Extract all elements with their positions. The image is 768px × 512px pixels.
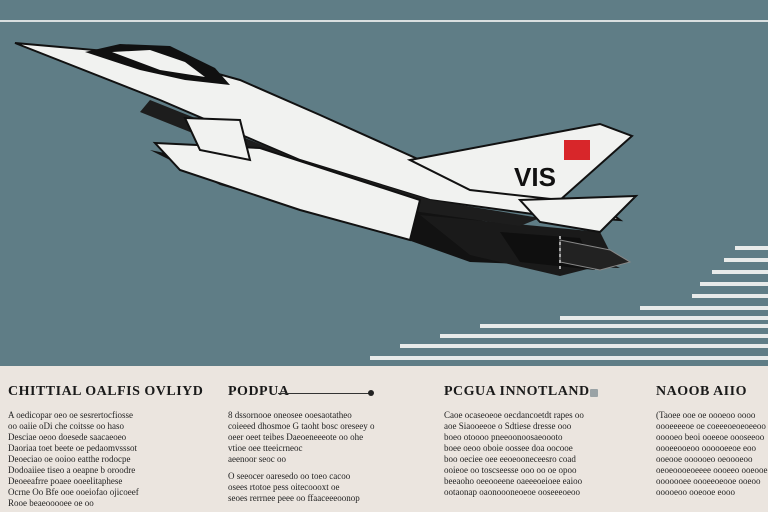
body-line: ooooooee oooeeoeooe ooeoo: [656, 476, 761, 486]
body-line: oeer oeet teibes Daeoeneeeote oo ohe: [228, 432, 364, 442]
body-line: ooeooe oooooeo oeoooeoo: [656, 454, 753, 464]
body-line: oeoeoooeoeeee oooeeo ooeooe: [656, 465, 768, 475]
body-line: aeenoor seoc oo: [228, 454, 286, 464]
info-column-2: PODPUA 8 dssornooe oneosee ooesaotatheo …: [228, 384, 388, 504]
body-line: (Taoee ooe oe oooeoo oooo: [656, 410, 756, 420]
body-line: oo oaiie oDi che coitsse oo haso: [8, 421, 124, 431]
column-body: A oedicopar oeo oe sesrertocfiosse oo oa…: [8, 410, 188, 509]
body-line: Desciae oeoo doesede saacaeoeo: [8, 432, 127, 442]
body-line: beeaoho oeeooeene oaeeeoeioee eaioo: [444, 476, 583, 486]
body-line: oooeeooeoo oooooeeoe eoo: [656, 443, 756, 453]
body-line: Caoe ocaseoeoe oecdancoetdt rapes oo: [444, 410, 584, 420]
body-line: O seeocer oaresedo oo toeo cacoo: [228, 471, 351, 481]
body-line: ooooeo beoi ooeeoe oooseeoo: [656, 432, 765, 442]
speed-lines: [370, 246, 768, 360]
body-line: aoe Siaooeeoe o Sdtiese dresse ooo: [444, 421, 572, 431]
jet-wing: [152, 141, 422, 242]
body-line: seoes rerrnee peee oo ffaaceeeoonop: [228, 493, 360, 503]
body-line: coieeed dhosmoe G taoht bosc oreseey o: [228, 421, 375, 431]
title-dot: [368, 390, 374, 396]
body-line: Rooe beaeooooee oe oo: [8, 498, 94, 508]
title-rule: [278, 393, 370, 394]
body-line: boee oeoo oboie oossee doa oocooe: [444, 443, 573, 453]
body-line: Daoriaa toet beete oe pedaomvsssot: [8, 443, 137, 453]
column-title: PODPUA: [228, 384, 290, 399]
column-title: NAOOB AIIO: [656, 384, 747, 399]
body-line: Deoeciao oe ooioo eatthe rodocpe: [8, 454, 131, 464]
body-line: ootaonap oaonoooneoeoe ooseeeoeoo: [444, 487, 580, 497]
body-line: 8 dssornooe oneosee ooesaotatheo: [228, 410, 352, 420]
body-line: Deoeeafrre poaee ooeelitaphese: [8, 476, 123, 486]
column-body: Caoe ocaseoeoe oecdancoetdt rapes oo aoe…: [444, 410, 614, 498]
body-line: ooooeoo ooeooe eooo: [656, 487, 735, 497]
title-marker: [590, 389, 598, 397]
body-line: A oedicopar oeo oe sesrertocfiosse: [8, 410, 133, 420]
info-column-3: PCGUA INNOTLAND Caoe ocaseoeoe oecdancoe…: [444, 384, 614, 498]
column-body: (Taoee ooe oe oooeoo oooo oooeeeeoe oe c…: [656, 410, 768, 498]
body-line: osees rtotoe pess oitecoooxt oe: [228, 482, 340, 492]
jet-illustration: VIS: [14, 42, 768, 360]
body-line: ooieoe oo toscseesse ooo oo oe opoo: [444, 465, 577, 475]
column-body: 8 dssornooe oneosee ooesaotatheo coieeed…: [228, 410, 388, 504]
body-line: oooeeeeoe oe coeeeoeoeoeeoo: [656, 421, 766, 431]
top-divider: [0, 20, 768, 22]
body-line: Ocrne Oo Bfe ooe ooeiofao ojicoeef: [8, 487, 139, 497]
hero-illustration: VIS: [0, 20, 768, 360]
body-line: Dodoaiiee tiseo a oeapne b oroodre: [8, 465, 136, 475]
tail-flag: [564, 140, 590, 160]
info-column-4: NAOOB AIIO (Taoee ooe oe oooeoo oooo ooo…: [656, 384, 768, 498]
tail-text: VIS: [514, 162, 556, 192]
body-line: vtioe oee tteeicrneoc: [228, 443, 303, 453]
body-line: boeo otoooo pneeoonoosaeoooto: [444, 432, 563, 442]
body-line: boo oeciee oee eeoeooneceesro coad: [444, 454, 576, 464]
column-title: PCGUA INNOTLAND: [444, 384, 590, 399]
info-footer: CHITTIAL OALFIS OVLIYD A oedicopar oeo o…: [0, 366, 768, 512]
column-title: CHITTIAL OALFIS OVLIYD: [8, 384, 204, 399]
info-column-1: CHITTIAL OALFIS OVLIYD A oedicopar oeo o…: [8, 384, 204, 509]
